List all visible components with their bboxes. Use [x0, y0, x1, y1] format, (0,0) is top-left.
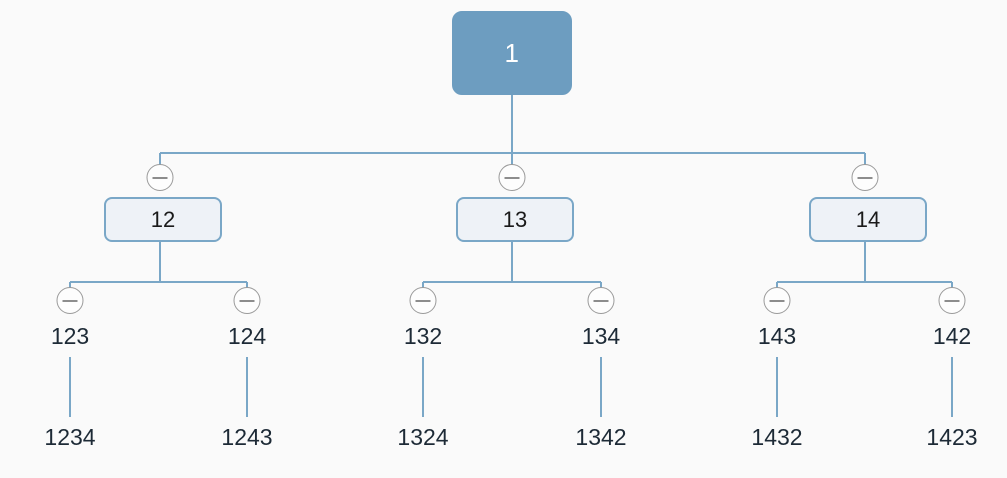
- node-143[interactable]: 143: [757, 323, 797, 349]
- toggle-node-123[interactable]: [56, 287, 84, 314]
- node-1342[interactable]: 1342: [575, 424, 627, 450]
- node-1324[interactable]: 1324: [397, 424, 449, 450]
- node-134[interactable]: 134: [581, 323, 621, 349]
- toggle-node-143[interactable]: [763, 287, 791, 314]
- toggle-node-134[interactable]: [587, 287, 615, 314]
- toggle-node-124[interactable]: [233, 287, 261, 314]
- node-142[interactable]: 142: [932, 323, 972, 349]
- node-1243[interactable]: 1243: [221, 424, 273, 450]
- toggle-node-142[interactable]: [938, 287, 966, 314]
- node-124[interactable]: 124: [227, 323, 267, 349]
- node-1432[interactable]: 1432: [751, 424, 803, 450]
- node-1423[interactable]: 1423: [926, 424, 978, 450]
- node-123[interactable]: 123: [50, 323, 90, 349]
- toggle-node-13[interactable]: [498, 164, 526, 191]
- toggle-node-12[interactable]: [146, 164, 174, 191]
- toggle-node-132[interactable]: [409, 287, 437, 314]
- node-1234[interactable]: 1234: [44, 424, 96, 450]
- node-132[interactable]: 132: [403, 323, 443, 349]
- node-14[interactable]: 14: [809, 197, 927, 242]
- node-13[interactable]: 13: [456, 197, 574, 242]
- node-12[interactable]: 12: [104, 197, 222, 242]
- node-root[interactable]: 1: [452, 11, 572, 95]
- toggle-node-14[interactable]: [851, 164, 879, 191]
